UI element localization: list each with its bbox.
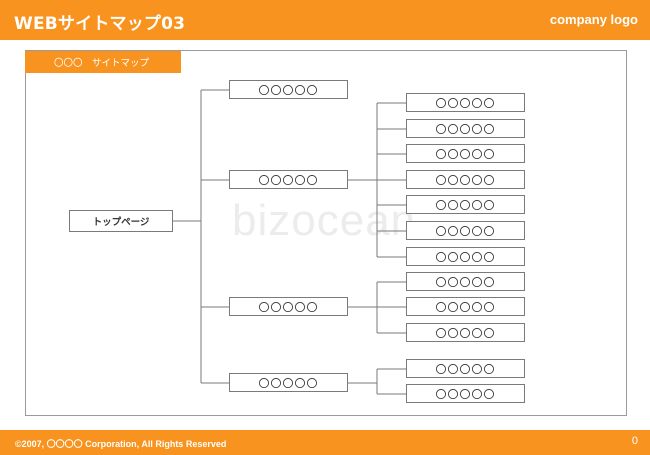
- node-level1: 〇〇〇〇〇: [229, 373, 348, 392]
- node-level2: 〇〇〇〇〇: [406, 359, 525, 378]
- node-level2: 〇〇〇〇〇: [406, 144, 525, 163]
- node-level2: 〇〇〇〇〇: [406, 297, 525, 316]
- company-logo: company logo: [549, 12, 638, 27]
- node-level1: 〇〇〇〇〇: [229, 297, 348, 316]
- node-level2: 〇〇〇〇〇: [406, 195, 525, 214]
- watermark: bizocean: [232, 196, 417, 245]
- node-level2: 〇〇〇〇〇: [406, 323, 525, 342]
- node-level2: 〇〇〇〇〇: [406, 384, 525, 403]
- section-tab-label: 〇〇〇 サイトマップ: [54, 58, 150, 69]
- section-tab: 〇〇〇 サイトマップ: [25, 51, 181, 73]
- content-frame: [25, 50, 627, 416]
- node-level1: 〇〇〇〇〇: [229, 170, 348, 189]
- node-level2: 〇〇〇〇〇: [406, 170, 525, 189]
- header-bar: WEBサイトマップ03 company logo: [0, 0, 650, 40]
- node-level2: 〇〇〇〇〇: [406, 119, 525, 138]
- page-number: 0: [631, 435, 638, 447]
- copyright-text: ©2007, 〇〇〇〇 Corporation, All Rights Rese…: [15, 439, 227, 449]
- node-level2: 〇〇〇〇〇: [406, 221, 525, 240]
- node-level2: 〇〇〇〇〇: [406, 247, 525, 266]
- node-level2: 〇〇〇〇〇: [406, 93, 525, 112]
- page-title: WEBサイトマップ03: [14, 14, 186, 34]
- node-level2: 〇〇〇〇〇: [406, 272, 525, 291]
- node-top-page: トップページ: [69, 210, 173, 232]
- footer-bar: ©2007, 〇〇〇〇 Corporation, All Rights Rese…: [0, 430, 650, 455]
- node-level1: 〇〇〇〇〇: [229, 80, 348, 99]
